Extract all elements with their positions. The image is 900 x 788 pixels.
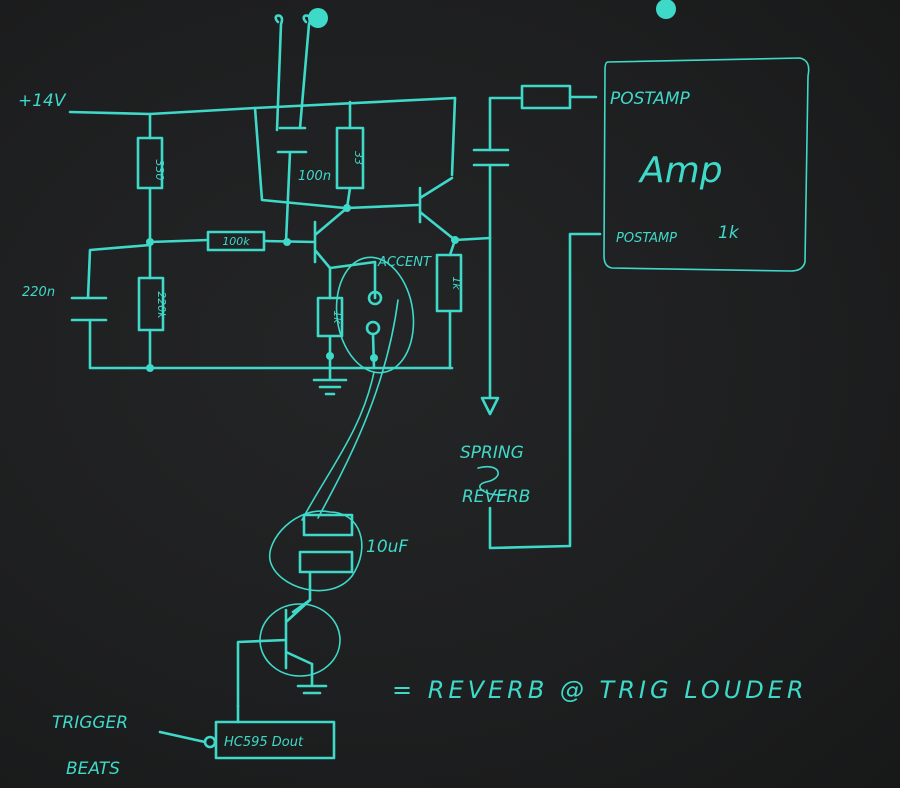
wire xyxy=(86,243,152,300)
rail-drop xyxy=(450,96,457,177)
amp-box xyxy=(603,57,810,272)
transistor-q2 xyxy=(418,176,454,234)
board-magnet xyxy=(656,0,676,19)
transistor-q1 xyxy=(313,206,349,270)
spring-label: SPRING xyxy=(460,443,524,463)
ic-pin xyxy=(203,735,217,749)
cap-100n xyxy=(276,126,308,154)
transistor-q3 xyxy=(284,598,314,670)
beats-label: BEATS xyxy=(66,759,120,779)
series-resistor-label: 100k xyxy=(222,235,250,248)
resistor-bottom-label: 220k xyxy=(155,291,168,319)
cap-10uf-plate xyxy=(302,513,354,537)
wire xyxy=(148,238,210,244)
spring-input xyxy=(480,396,500,416)
accent-lead xyxy=(317,299,399,519)
wire xyxy=(236,638,288,708)
postamp-bottom-label: POSTAMP xyxy=(616,231,677,246)
output-capacitor xyxy=(472,148,510,167)
trigger-label: TRIGGER xyxy=(52,713,128,733)
collector-resistor-label: 33 xyxy=(352,151,365,165)
wire xyxy=(488,96,522,152)
note-label: = REVERB @ TRIG LOUDER xyxy=(392,676,808,704)
top-hook-wire xyxy=(298,14,312,130)
wire xyxy=(345,203,420,210)
supply-rail xyxy=(68,96,457,116)
reverb-return xyxy=(488,232,602,550)
ground-symbol xyxy=(312,366,348,396)
accent-lead xyxy=(301,371,375,521)
load-resistor-label: 1k xyxy=(450,276,463,290)
junction xyxy=(326,352,334,360)
ic-label: HC595 Dout xyxy=(224,735,304,750)
postamp-top-label: POSTAMP xyxy=(610,89,691,109)
wire xyxy=(448,238,457,370)
wire xyxy=(284,150,292,244)
trigger-wire xyxy=(158,730,207,744)
wire xyxy=(371,332,376,370)
cap-10uf-label: 10uF xyxy=(366,537,408,557)
amp-label: Amp xyxy=(638,150,723,191)
ic-box xyxy=(214,720,336,760)
switch-contact xyxy=(367,290,383,306)
wire xyxy=(291,570,312,614)
emitter-resistor-label: 1k xyxy=(331,310,344,324)
ground-bus xyxy=(88,318,454,370)
cap-loop xyxy=(268,510,363,592)
top-hook-wire xyxy=(274,14,284,132)
wire xyxy=(253,106,347,210)
postamp-resistor xyxy=(520,84,572,110)
reverb-label: REVERB xyxy=(462,487,530,507)
accent-label: ACCENT xyxy=(377,255,432,270)
input-capacitor xyxy=(70,296,108,322)
amp-value-label: 1k xyxy=(718,223,740,243)
resistor-top-label: 330 xyxy=(153,160,166,181)
spring-coil xyxy=(477,465,507,496)
junction xyxy=(146,364,154,372)
switch-contact xyxy=(365,320,381,336)
cap-10uf-plate xyxy=(298,550,354,574)
supply-label: +14V xyxy=(18,91,67,111)
input-cap-label: 220n xyxy=(22,285,55,300)
board-magnet xyxy=(308,8,328,28)
ground-symbol xyxy=(296,662,328,695)
cap-100n-label: 100n xyxy=(298,169,331,184)
